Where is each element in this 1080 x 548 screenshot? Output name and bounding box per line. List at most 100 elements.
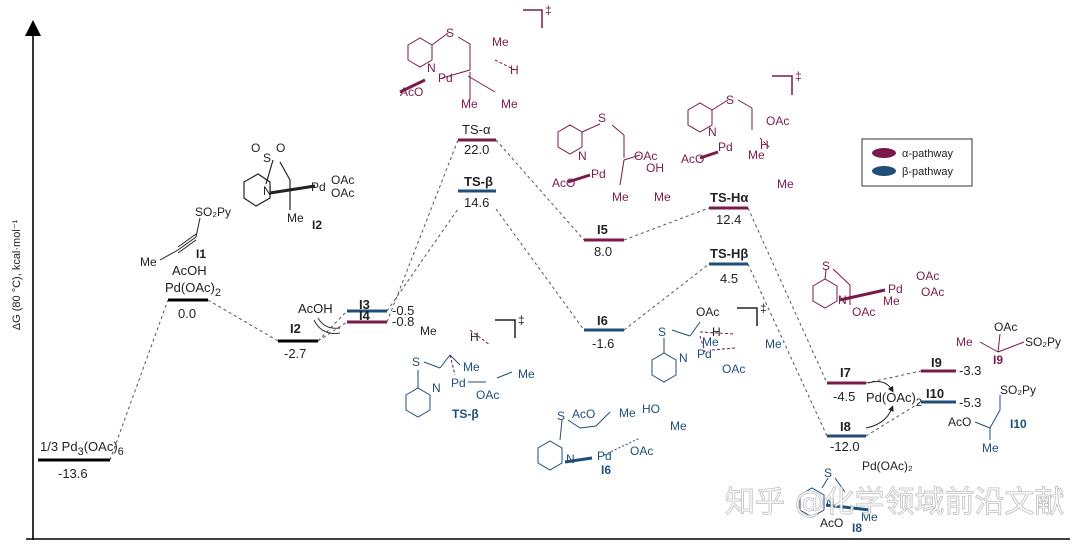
svg-text:Pd: Pd <box>597 449 612 463</box>
svg-text:AcO: AcO <box>572 407 595 421</box>
svg-text:Pd: Pd <box>451 376 466 390</box>
svg-text:S: S <box>598 111 606 125</box>
level-i9: I9 -3.3 <box>921 355 981 378</box>
svg-text:Me: Me <box>702 335 719 349</box>
svg-text:Pd: Pd <box>888 282 903 296</box>
svg-text:8.0: 8.0 <box>594 244 612 259</box>
svg-text:OAc: OAc <box>852 305 875 319</box>
svg-text:S: S <box>822 259 830 273</box>
svg-text:AcOH: AcOH <box>172 263 207 278</box>
dagger-bracket-ts-h-alpha <box>772 75 793 95</box>
svg-text:Me: Me <box>748 148 765 162</box>
svg-text:Me: Me <box>420 324 437 338</box>
svg-text:Pd(OAc)₂: Pd(OAc)₂ <box>862 459 913 473</box>
pdoac2-release: Pd(OAc)2 <box>865 381 922 429</box>
svg-text:N: N <box>826 496 835 510</box>
svg-text:N: N <box>708 125 717 139</box>
value-start: 0.0 <box>178 306 196 321</box>
svg-text:AcO: AcO <box>552 176 575 190</box>
svg-text:N: N <box>263 184 272 198</box>
svg-text:I8: I8 <box>840 419 851 434</box>
connectors <box>109 139 922 461</box>
structure-i2 <box>243 159 316 210</box>
svg-text:OH: OH <box>646 161 664 175</box>
svg-text:S: S <box>658 325 666 339</box>
svg-text:Pd: Pd <box>591 167 606 181</box>
structure-ts-h-alpha <box>687 99 771 160</box>
svg-text:Me: Me <box>777 177 794 191</box>
svg-text:‡: ‡ <box>545 3 552 17</box>
level-i7: I7 -4.5 <box>827 365 866 404</box>
svg-text:H: H <box>510 63 519 77</box>
svg-text:H: H <box>760 138 769 152</box>
svg-text:OAc: OAc <box>916 269 939 283</box>
svg-text:OAc: OAc <box>634 149 657 163</box>
svg-text:Me: Me <box>654 190 671 204</box>
svg-text:12.4: 12.4 <box>716 212 741 227</box>
svg-text:TS-Hβ: TS-Hβ <box>710 246 748 261</box>
svg-text:I2: I2 <box>312 218 322 232</box>
structure-ts-h-beta <box>651 321 736 383</box>
level-start: AcOH Pd(OAc)2 0.0 <box>165 263 221 321</box>
value-pd3: -13.6 <box>58 466 88 481</box>
svg-text:-0.8: -0.8 <box>392 314 414 329</box>
svg-text:OAc: OAc <box>331 186 354 200</box>
svg-text:Pd: Pd <box>311 180 326 194</box>
svg-text:S: S <box>263 151 271 165</box>
svg-text:AcO: AcO <box>681 152 704 166</box>
svg-text:Me: Me <box>501 97 518 111</box>
svg-text:Me: Me <box>287 211 304 225</box>
svg-text:N: N <box>566 452 575 466</box>
dagger-bracket-ts-h-beta <box>737 307 758 326</box>
level-i10: I10 -5.3 <box>921 386 981 410</box>
legend-item-beta: β-pathway <box>872 166 953 178</box>
svg-text:N: N <box>679 351 688 365</box>
svg-text:I2: I2 <box>290 321 301 336</box>
svg-text:I10: I10 <box>1010 417 1027 431</box>
dagger-bracket-ts-beta <box>495 319 516 338</box>
level-ts-alpha: TS-α 22.0 <box>458 122 496 157</box>
svg-text:S: S <box>557 409 565 423</box>
svg-text:SO₂Py: SO₂Py <box>195 205 231 219</box>
svg-text:OAc: OAc <box>696 305 719 319</box>
svg-text:α-pathway: α-pathway <box>902 148 953 160</box>
svg-text:TS-α: TS-α <box>462 122 491 137</box>
svg-text:Me: Me <box>492 35 509 49</box>
svg-text:SO₂Py: SO₂Py <box>1025 335 1061 349</box>
svg-text:H: H <box>712 325 721 339</box>
level-ts-h-alpha: TS-Hα 12.4 <box>709 190 748 227</box>
svg-text:22.0: 22.0 <box>464 142 489 157</box>
svg-text:S: S <box>726 93 734 107</box>
svg-text:Me: Me <box>883 294 900 308</box>
svg-text:Pd: Pd <box>718 140 733 154</box>
structure-ts-alpha <box>399 32 516 100</box>
structure-i10 <box>974 395 1001 440</box>
svg-text:I4: I4 <box>359 308 371 323</box>
level-ts-h-beta: TS-Hβ 4.5 <box>709 246 748 286</box>
svg-text:N: N <box>432 381 441 395</box>
svg-text:N: N <box>838 293 847 307</box>
svg-text:Pd(OAc)2: Pd(OAc)2 <box>866 390 922 409</box>
svg-text:-4.5: -4.5 <box>833 389 855 404</box>
svg-text:OAc: OAc <box>722 362 745 376</box>
y-axis-label: ΔG (80 °C), kcal·mol⁻¹ <box>11 219 23 330</box>
svg-text:Me: Me <box>518 367 535 381</box>
svg-text:N: N <box>427 61 436 75</box>
svg-text:I7: I7 <box>840 365 851 380</box>
svg-text:‡: ‡ <box>760 301 767 315</box>
level-i8: I8 -12.0 <box>827 419 866 454</box>
svg-text:I1: I1 <box>196 247 206 261</box>
svg-text:TS-Hα: TS-Hα <box>710 190 748 205</box>
svg-text:β-pathway: β-pathway <box>902 166 953 178</box>
svg-text:Me: Me <box>140 255 157 269</box>
svg-text:AcOH: AcOH <box>298 301 333 316</box>
svg-text:N: N <box>578 149 587 163</box>
level-i6: I6 -1.6 <box>584 313 624 351</box>
svg-text:Me: Me <box>982 441 999 455</box>
structure-i6 <box>537 411 641 471</box>
legend: α-pathway β-pathway <box>861 138 973 187</box>
svg-text:I5: I5 <box>597 222 608 237</box>
svg-text:AcO: AcO <box>948 415 971 429</box>
svg-text:14.6: 14.6 <box>464 195 489 210</box>
level-ts-beta: TS-β 14.6 <box>458 174 496 210</box>
